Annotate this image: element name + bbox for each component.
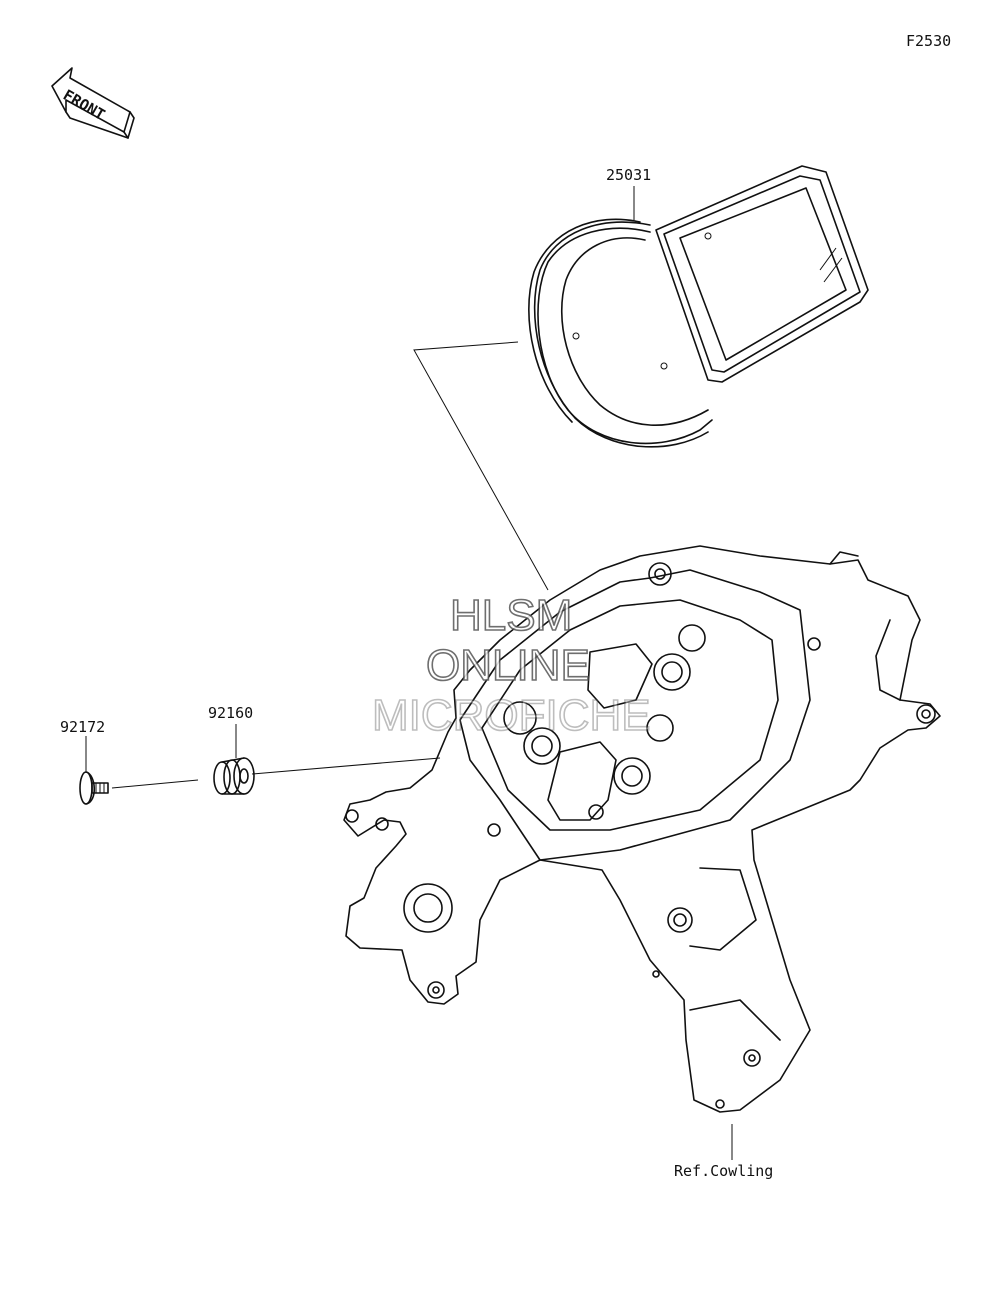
part-number-92172: 92172 bbox=[60, 718, 105, 736]
grommet-92160 bbox=[213, 757, 255, 795]
front-label: FRONT bbox=[60, 86, 108, 124]
part-number-25031: 25031 bbox=[606, 166, 651, 184]
leader-line bbox=[413, 341, 549, 591]
diagram-code: F2530 bbox=[906, 32, 951, 50]
reference-label: Ref.Cowling bbox=[674, 1162, 773, 1180]
watermark-line: MICROFICHE bbox=[372, 691, 651, 740]
meter-assembly bbox=[528, 165, 869, 448]
part-number-92160: 92160 bbox=[208, 704, 253, 722]
leader-line bbox=[251, 757, 441, 775]
watermark: HLSM ONLINE MICROFICHE bbox=[371, 590, 651, 741]
front-arrow-icon: FRONT bbox=[51, 67, 135, 139]
watermark-line: HLSM bbox=[450, 591, 572, 640]
leader-line bbox=[111, 779, 199, 789]
watermark-line: ONLINE bbox=[426, 641, 590, 690]
meter-bracket bbox=[343, 545, 941, 1113]
screw-92172 bbox=[79, 771, 109, 805]
